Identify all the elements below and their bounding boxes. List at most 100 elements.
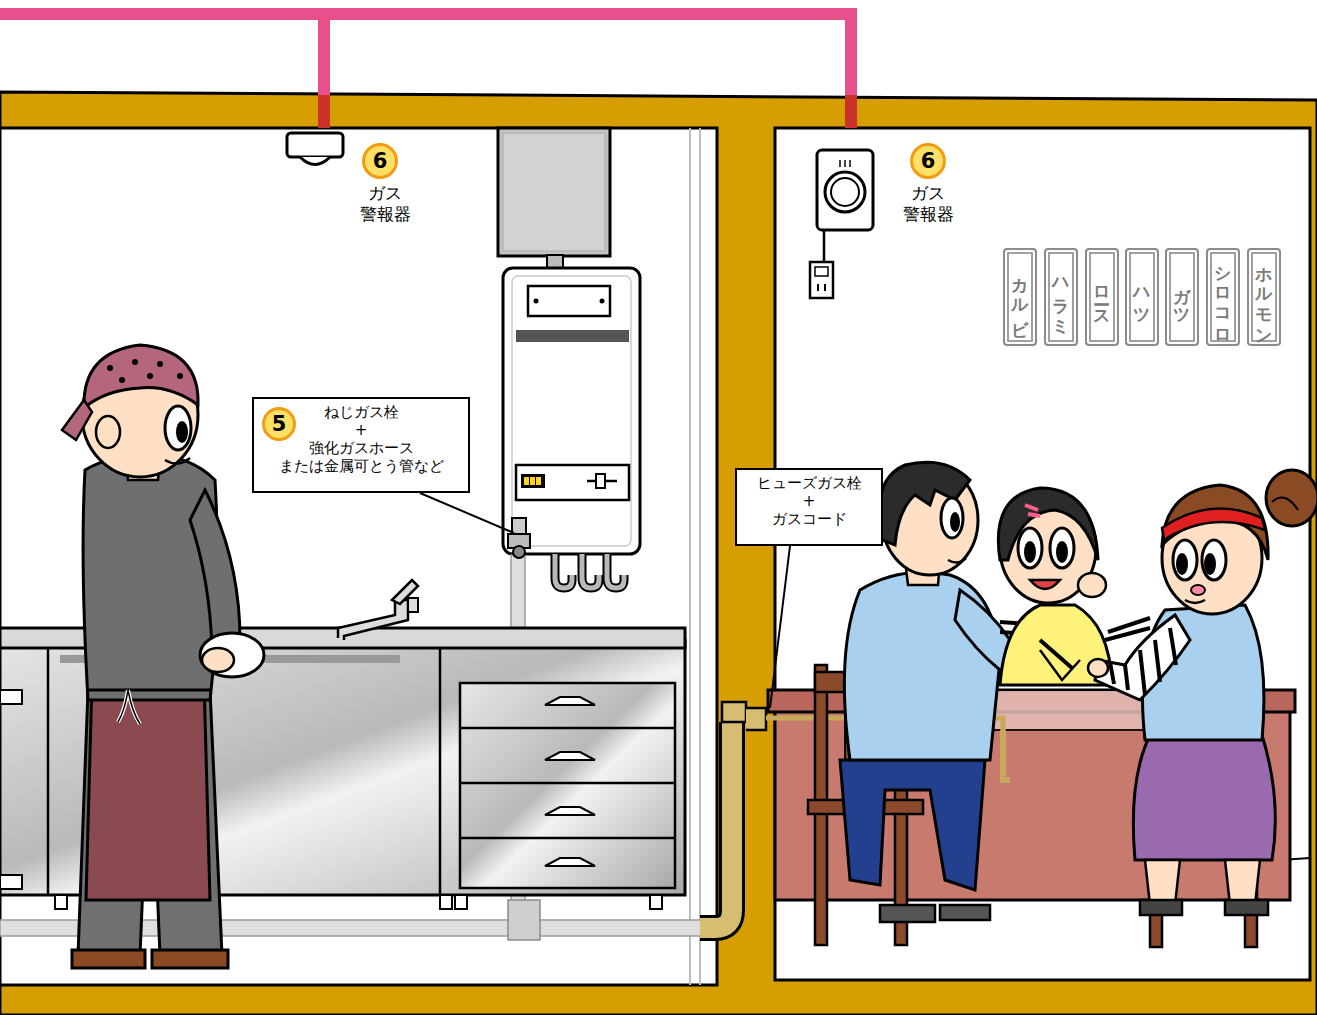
diner-woman (1088, 470, 1317, 915)
kitchen-counter-part (0, 875, 22, 889)
menu-text: ホルモン (1254, 255, 1274, 339)
gas-supply-pipe-part (0, 14, 851, 95)
building-structure (0, 92, 1317, 1015)
diner-man-part (879, 462, 970, 545)
kitchen-counter-part (0, 690, 22, 704)
kitchen-counter-part (650, 895, 662, 909)
diner-woman-part (1176, 553, 1188, 575)
kitchen-counter-part (460, 683, 675, 888)
kitchen-counter-part (439, 648, 442, 895)
building-structure-part (0, 128, 717, 985)
kitchen-gas-pipe-part (513, 546, 525, 558)
callout-text: ガスコード (741, 510, 877, 528)
kitchen-counter-part (55, 895, 67, 909)
building-structure-part (689, 128, 691, 985)
diner-woman-part (1088, 659, 1108, 677)
kitchen-counter-part (545, 697, 595, 866)
kitchen-counter-part (460, 837, 675, 840)
gas-supply-pipe-part (845, 95, 857, 128)
diner-woman-part (1095, 615, 1190, 700)
diner-woman-part (1140, 900, 1268, 915)
water-heater-part (607, 554, 624, 588)
water-heater-part (607, 554, 624, 588)
diner-girl-part (1056, 541, 1068, 563)
cook-figure-part (132, 359, 138, 365)
diner-woman-part (1133, 735, 1275, 860)
water-heater-part (582, 554, 599, 588)
kitchen-counter-part (460, 782, 675, 785)
kitchen-counter-part (47, 648, 50, 895)
ceiling-gas-alarm-part (287, 133, 343, 157)
diner-woman-part (1173, 540, 1197, 580)
diner-woman-part (1272, 498, 1298, 511)
menu-text: シロコロ (1213, 255, 1233, 339)
cook-figure-part (83, 455, 218, 700)
menu-tag: シロコロ (1206, 248, 1240, 346)
cook-figure-part (86, 680, 210, 900)
faucet (338, 580, 418, 640)
water-heater-part (498, 128, 610, 256)
kitchen-counter-part (440, 895, 452, 909)
menu-text: ハラミ (1051, 266, 1071, 329)
diner-woman-part (1162, 509, 1265, 540)
gas-supply-pipe (0, 14, 857, 128)
cook-figure-part (72, 950, 228, 968)
diner-girl-part (1050, 528, 1074, 568)
part-name: ガス 警報器 (895, 183, 961, 226)
cook-figure-part (119, 377, 125, 383)
diner-girl (998, 488, 1112, 685)
cook-figure-part (176, 421, 188, 443)
wall-gas-alarm-part (831, 178, 859, 206)
cook-figure-part (84, 345, 198, 408)
diner-girl-part (1030, 580, 1060, 589)
wall-gas-alarm-part (823, 230, 826, 262)
faucet-part (408, 598, 418, 612)
water-heater-part (503, 268, 640, 554)
cook-figure-part (200, 633, 264, 677)
menu-tag: ガツ (1165, 248, 1199, 346)
wall-gas-alarm-part (839, 160, 841, 167)
water-heater-part (600, 299, 605, 304)
water-heater-part (512, 276, 631, 546)
cook-figure-part (157, 361, 163, 367)
water-heater-part (555, 554, 572, 588)
wall-gas-alarm-part (817, 150, 873, 230)
diner-girl-part (1040, 640, 1072, 668)
callout-number: 6 (362, 143, 398, 179)
diner-girl-part (1078, 573, 1106, 597)
water-heater-part (536, 477, 541, 485)
callout-box: ヒューズガス栓+ガスコード (735, 468, 883, 546)
fuse-gas-pipe-part (700, 722, 732, 928)
cook-figure-part (62, 400, 92, 440)
diner-man-part (840, 760, 985, 890)
wall-gas-alarm-part (849, 160, 851, 167)
wall-gas-alarm (810, 150, 873, 298)
water-heater-part (528, 286, 610, 316)
cook-figure-part (96, 416, 120, 448)
wall-gas-alarm-part (844, 160, 846, 167)
cook-figure-part (147, 373, 153, 379)
cook-figure-part (107, 365, 113, 371)
water-heater-part (534, 299, 539, 304)
water-heater-part (516, 330, 629, 342)
water-heater-part (503, 133, 605, 251)
diner-woman-part (1145, 860, 1260, 905)
fuse-gas-pipe-part (700, 722, 732, 928)
kitchen-gas-pipe-part (508, 900, 540, 940)
building-structure-part (775, 128, 1310, 980)
cook-figure (62, 345, 264, 968)
menu-text: ハツ (1132, 276, 1152, 318)
menu-text: カルビ (1010, 266, 1030, 329)
diner-girl-part (998, 488, 1098, 560)
callout-text: ヒューズガス栓 (741, 474, 877, 492)
menu-text: ロース (1092, 275, 1112, 319)
cook-figure-part (118, 690, 140, 724)
faucet-part (338, 600, 408, 640)
diner-woman-part (1185, 600, 1205, 603)
kitchen-gas-pipe-part (512, 518, 526, 534)
fuse-gas-pipe-part (746, 708, 766, 730)
cook-figure-part (165, 406, 191, 450)
water-heater-part (582, 554, 599, 588)
